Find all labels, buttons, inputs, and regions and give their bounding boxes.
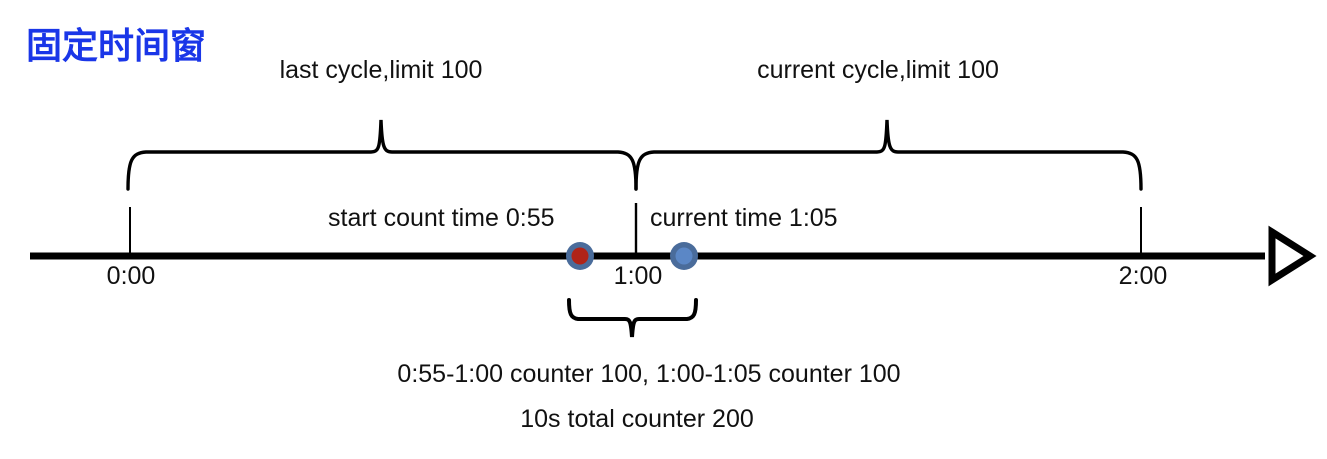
bracket-label-last-cycle: last cycle,limit 100 (279, 56, 483, 84)
current-time-marker-core (675, 247, 693, 265)
start-count-marker-core (571, 247, 589, 265)
axis-tick-label-1-00: 1:00 (613, 262, 663, 290)
bracket-last-cycle (126, 119, 638, 191)
axis-tick-label-2-00: 2:00 (1118, 262, 1168, 290)
label-start-count-time: start count time 0:55 (328, 204, 555, 232)
axis-arrow-head-icon (1268, 225, 1317, 287)
bracket-current-cycle (634, 119, 1143, 191)
axis-tick-label-0-00: 0:00 (106, 262, 156, 290)
bracket-counter-span (567, 298, 698, 338)
label-current-time: current time 1:05 (650, 204, 838, 232)
total-counter-label: 10s total counter 200 (520, 405, 754, 433)
page-title: 固定时间窗 (26, 25, 207, 66)
counter-span-label: 0:55-1:00 counter 100, 1:00-1:05 counter… (397, 360, 901, 388)
bracket-label-current-cycle: current cycle,limit 100 (757, 56, 999, 84)
